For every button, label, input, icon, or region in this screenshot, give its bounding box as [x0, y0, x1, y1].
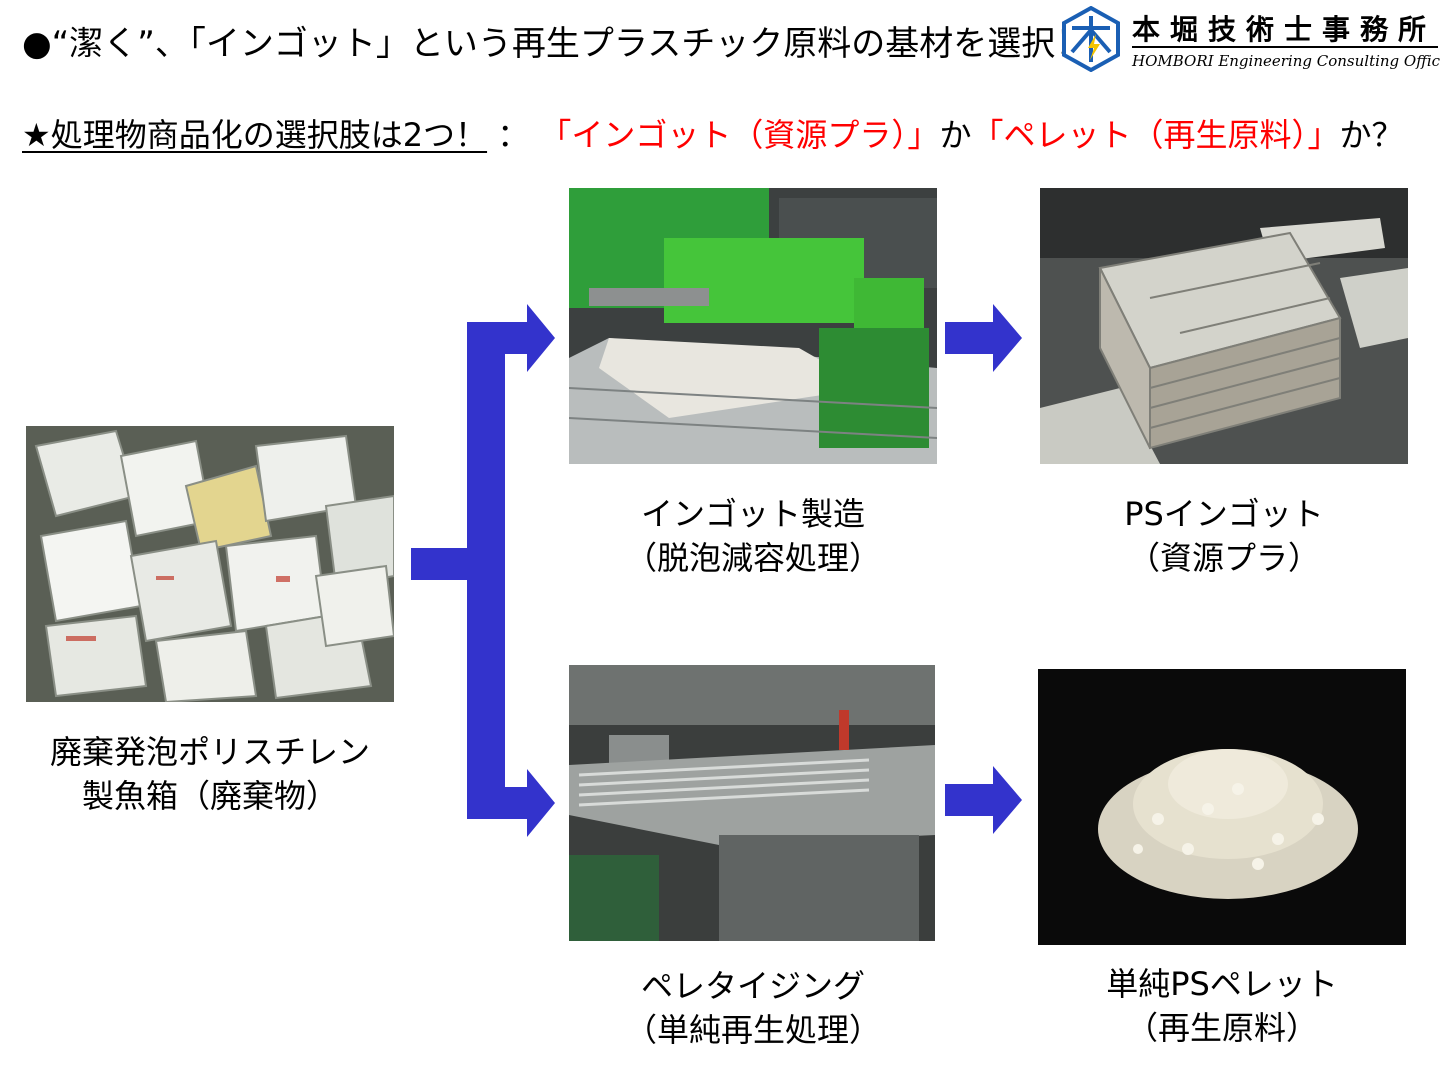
- caption-ingot-product-line1: PSインゴット: [1124, 495, 1324, 533]
- subtitle-ka-1: か: [939, 116, 972, 154]
- arrow-to-pellet-process: [505, 769, 555, 837]
- caption-ingot-product-line2: （資源プラ）: [1127, 539, 1320, 577]
- arrow-to-ingot-process: [505, 304, 555, 372]
- caption-ingot-process-line2: （脱泡減容処理）: [624, 539, 881, 577]
- branch-stem-arrow: [411, 548, 467, 580]
- caption-waste-source: 廃棄発泡ポリスチレン 製魚箱（廃棄物）: [20, 730, 400, 818]
- caption-pellet-process-line2: （単純再生処理）: [624, 1011, 881, 1049]
- pelletizing-machine-photo: [569, 665, 935, 941]
- subtitle-option-pellet: 「ペレット（再生原料）」: [971, 116, 1340, 154]
- caption-ingot-process-line1: インゴット製造: [640, 495, 865, 533]
- subtitle: ★処理物商品化の選択肢は2つ！ ： 「インゴット（資源プラ）」か「ペレット（再生…: [22, 110, 1403, 156]
- subtitle-lead: ★処理物商品化の選択肢は2つ！: [22, 116, 488, 154]
- caption-pellet-product-line1: 単純PSペレット: [1106, 965, 1338, 1003]
- subtitle-ka-2: か？: [1339, 116, 1404, 154]
- caption-ingot-product: PSインゴット （資源プラ）: [1040, 492, 1408, 580]
- subtitle-option-ingot: 「インゴット（資源プラ）」: [539, 116, 940, 154]
- caption-waste-line1: 廃棄発泡ポリスチレン: [49, 733, 370, 771]
- caption-waste-line2: 製魚箱（廃棄物）: [81, 777, 338, 815]
- logo-name-ja: 本堀技術士事務所: [1132, 13, 1437, 46]
- subtitle-colon: ：: [497, 116, 530, 154]
- arrow-to-pellet-product: [945, 766, 1022, 834]
- ingot-machine-photo: [569, 188, 937, 464]
- caption-ingot-process: インゴット製造 （脱泡減容処理）: [569, 492, 937, 580]
- logo-divider: [1132, 46, 1438, 48]
- caption-pellet-process: ペレタイジング （単純再生処理）: [569, 964, 937, 1052]
- caption-pellet-process-line1: ペレタイジング: [640, 967, 865, 1005]
- caption-pellet-product-line2: （再生原料）: [1125, 1009, 1318, 1047]
- arrow-to-ingot-product: [945, 304, 1022, 372]
- ps-pellet-photo: [1038, 669, 1406, 945]
- waste-fishbox-photo: [26, 426, 394, 702]
- page-title: ●“潔く”、「インゴット」という再生プラスチック原料の基材を選択！: [22, 24, 1090, 64]
- ps-ingot-photo: [1040, 188, 1408, 464]
- logo-emblem-icon: [1062, 5, 1120, 73]
- logo-name-en: HOMBORI Engineering Consulting Office: [1132, 52, 1440, 70]
- caption-pellet-product: 単純PSペレット （再生原料）: [1038, 962, 1406, 1050]
- branch-vertical-bar: [467, 322, 505, 819]
- company-logo: 本堀技術士事務所 HOMBORI Engineering Consulting …: [1060, 5, 1440, 76]
